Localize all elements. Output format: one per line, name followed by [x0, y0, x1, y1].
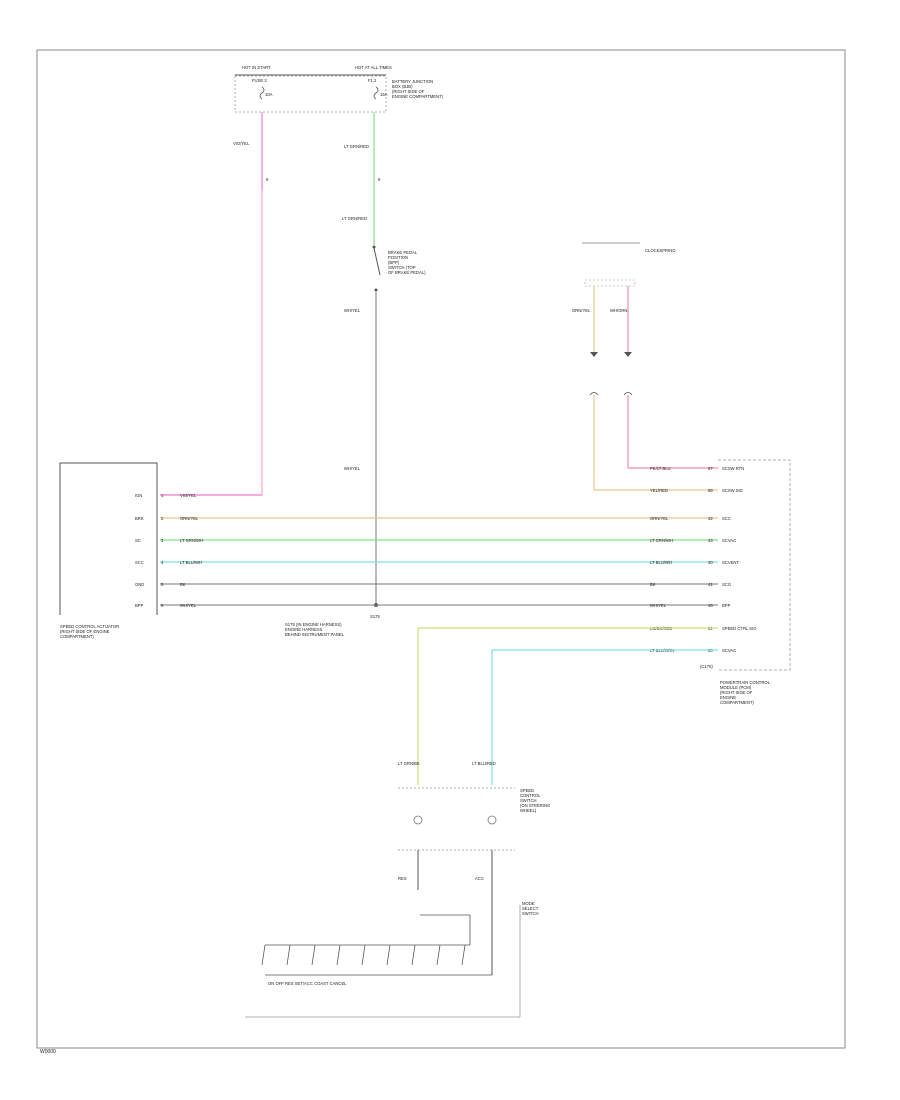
actuator-pin-label: BPP: [135, 603, 144, 608]
pcm-pin-label: SCSW RTN: [722, 466, 744, 471]
actuator-pin-wire: BK: [180, 582, 186, 587]
switch-contact-left-icon: [413, 815, 423, 825]
clockspring-group: CLOCKSPRING ORN/YEL WH/ORN: [572, 242, 718, 491]
clockspring-name: CLOCKSPRING: [645, 248, 675, 253]
pcm-pins: PK/LT BLU 67 SCSW RTN YEL/RED 68 SCSW SI…: [650, 466, 757, 653]
brake-feed-pin-label: 9: [378, 177, 381, 182]
bus-wires: [160, 517, 718, 606]
center-bus-label: S175 (IN ENGINE HARNESS) ENGINE HARNESS …: [285, 622, 345, 637]
connector-symbol-icon: [589, 392, 633, 396]
pcm-pin-number: 41: [708, 582, 713, 587]
ignition-feed-wire: VIO/YEL 9: [160, 112, 269, 496]
brake-feed-wire-label: LT GRN/RED: [344, 144, 369, 149]
left-fuse-id: FUSE 2: [252, 78, 267, 83]
pcm-pin-label: SCC: [722, 516, 731, 521]
pcm-pin-wire: YEL/RED: [650, 488, 668, 493]
speed-control-switch: SPEED CONTROL SWITCH (ON STEERING WHEEL)…: [398, 787, 551, 975]
pcm-pin-label: SPEED CTRL SIG: [722, 626, 757, 631]
right-fuse-symbol-icon: [373, 86, 379, 100]
pcm-pin-label: SCG: [722, 582, 731, 587]
pcm-pin-wire: BK: [650, 582, 656, 587]
switch-type-label: MODE SELECT SWITCH: [522, 901, 539, 916]
clockspring-wire-right: WH/ORN: [610, 308, 627, 313]
clockspring-right-arrow-icon: [624, 352, 632, 357]
switch-terminal-right: ACC: [475, 876, 484, 881]
right-fuse-id: F1.2: [368, 78, 377, 83]
actuator-pin-number: 3: [161, 538, 164, 543]
brake-switch-name: BRAKE PEDAL POSITION (BPP) SWITCH (TOP O…: [388, 250, 426, 275]
speed-control-actuator: SPEED CONTROL ACTUATOR (RIGHT SIDE OF EN…: [59, 462, 158, 639]
actuator-pin-wire: VIO/YEL: [180, 493, 197, 498]
brake-pedal-switch: BRAKE PEDAL POSITION (BPP) SWITCH (TOP O…: [344, 245, 426, 607]
speed-switch-feed-wires: LT GRN/BK LT BLU/RED: [398, 627, 718, 785]
hot-at-all-times-label: HOT AT ALL TIMES: [355, 65, 392, 70]
pcm-pin-number: 40: [708, 560, 713, 565]
pcm-pin-number: 68: [708, 488, 713, 493]
actuator-pin-number: 2: [161, 516, 164, 521]
brake-switch-wire-out: WH/YEL: [344, 308, 361, 313]
fuse-box-outline: [234, 75, 387, 113]
actuator-pin-number: 6: [161, 603, 164, 608]
speed-switch-name: SPEED CONTROL SWITCH (ON STEERING WHEEL): [520, 788, 551, 813]
splice-wire-label: WH/YEL: [344, 466, 361, 471]
ignition-wire-label: VIO/YEL: [233, 141, 250, 146]
pcm-pin-number: 43: [708, 538, 713, 543]
pcm-pin-label: SCVENT: [722, 560, 739, 565]
pcm-pin-number: 46: [708, 603, 713, 608]
actuator-pin-wire: ORN/YEL: [180, 516, 199, 521]
clockspring-wire-left: ORN/YEL: [572, 308, 591, 313]
pcm-pin-number: 67: [708, 466, 713, 471]
pcm-name: POWERTRAIN CONTROL MODULE (PCM) (RIGHT S…: [720, 680, 771, 705]
pcm-pin-wire: PK/LT BLU: [650, 466, 671, 471]
ignition-pin-label: 9: [266, 177, 269, 182]
switch-terminal-left: RES: [398, 876, 407, 881]
pcm-extra: (C175): [700, 664, 713, 669]
brake-switch-wire-in: LT GRN/RED: [342, 216, 367, 221]
pcm-pin-label: BPP: [722, 603, 731, 608]
powertrain-control-module: (C175) POWERTRAIN CONTROL MODULE (PCM) (…: [700, 459, 791, 705]
actuator-pin-number: 4: [161, 560, 164, 565]
pcm-pin-number: 42: [708, 516, 713, 521]
diagram-frame: [36, 49, 846, 1049]
actuator-pin-number: 1: [161, 493, 164, 498]
switch-contacts-icon: [261, 944, 466, 966]
actuator-pin-wire: LT GRN/WH: [180, 538, 203, 543]
actuator-name: SPEED CONTROL ACTUATOR (RIGHT SIDE OF EN…: [60, 624, 120, 639]
pcm-pin-wire: WH/YEL: [650, 603, 667, 608]
pcm-pin-wire: LT BLU/WH: [650, 560, 672, 565]
actuator-pin-label: SCC: [135, 560, 144, 565]
actuator-pin-wire: WH/YEL: [180, 603, 197, 608]
pcm-pin-label: SCSW SIG: [722, 488, 743, 493]
pcm-pin-wire: ORN/YEL: [650, 516, 669, 521]
splice-label: S175: [370, 614, 380, 619]
switch-buttons-label: ON OFF RES SET/ACC COAST CANCEL: [268, 981, 347, 986]
actuator-pin-label: IGN: [135, 493, 142, 498]
left-fuse-symbol-icon: [259, 86, 265, 100]
speed-switch-wire-left: LT GRN/BK: [398, 761, 420, 766]
figure-code: W0000: [40, 1049, 56, 1055]
actuator-pin-label: SC: [135, 538, 141, 543]
switch-contact-right-icon: [487, 815, 497, 825]
hot-in-start-label: HOT IN START: [242, 65, 271, 70]
battery-junction-box: HOT IN START HOT AT ALL TIMES FUSE 2 F1.…: [234, 65, 444, 113]
pcm-pin-wire: LT GRN/WH: [650, 538, 673, 543]
bjb-name: BATTERY JUNCTION BOX (BJB) (RIGHT SIDE O…: [392, 79, 444, 99]
actuator-pin-label: BRK: [135, 516, 144, 521]
pcm-pin-label: SCVAC: [722, 648, 736, 653]
splice-label-group: S175 S175 (IN ENGINE HARNESS) ENGINE HAR…: [285, 614, 380, 637]
pcm-pin-label: SCVAC: [722, 538, 736, 543]
actuator-pin-number: 5: [161, 582, 164, 587]
switch-resistor-ladder: ON OFF RES SET/ACC COAST CANCEL MODE SEL…: [245, 901, 539, 1018]
clockspring-left-arrow-icon: [590, 352, 598, 357]
right-fuse-amp: 15A: [380, 92, 388, 97]
left-fuse-amp: 10A: [265, 92, 273, 97]
actuator-pin-wire: LT BLU/WH: [180, 560, 202, 565]
brake-feed-wire: LT GRN/RED 9 LT GRN/RED: [342, 112, 381, 245]
actuator-pin-label: GND: [135, 582, 144, 587]
speed-switch-wire-right: LT BLU/RED: [472, 761, 496, 766]
actuator-pins: IGN 1 VIO/YEL BRK 2 ORN/YEL SC 3 LT GRN/…: [135, 493, 203, 608]
